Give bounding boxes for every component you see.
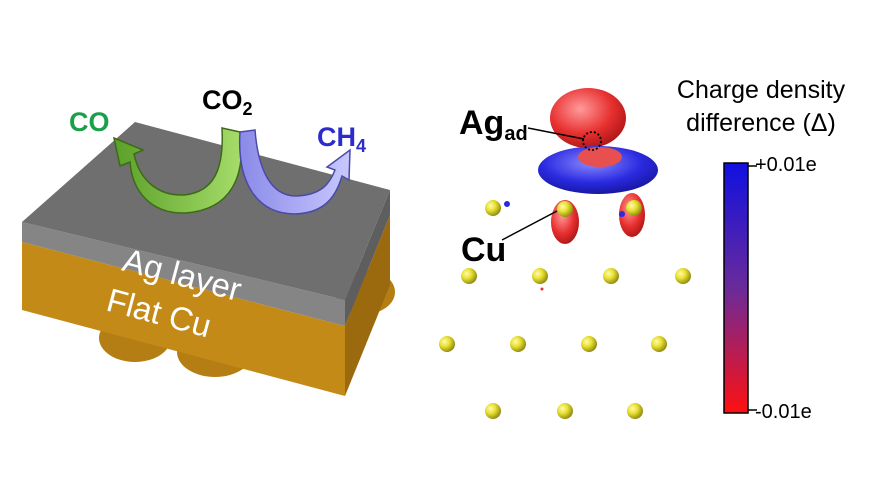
- co-label: CO: [69, 107, 110, 137]
- ag-front-face: [22, 222, 345, 326]
- co2-label: CO2: [202, 85, 253, 119]
- cu-atom: [626, 200, 642, 216]
- cu-atom: [485, 200, 501, 216]
- arrow-to-ch4: [238, 129, 351, 215]
- ag-adatom-label: Agad: [459, 104, 528, 145]
- cu-atom: [461, 268, 477, 284]
- colorbar: [723, 162, 749, 414]
- blue-speck: [504, 201, 510, 207]
- cu-atom-label: Cu: [461, 231, 507, 269]
- red-speck: [540, 287, 544, 291]
- legend-colorbar: [723, 162, 757, 414]
- legend-title: Charge density difference (Δ): [654, 74, 868, 140]
- cu-right-face: [345, 215, 390, 396]
- legend-max-label: +0.01e: [755, 154, 817, 176]
- cu-atom: [603, 268, 619, 284]
- adatom-leader-line: [527, 127, 585, 140]
- cu-atom: [485, 403, 501, 419]
- adatom-marker: [582, 131, 602, 151]
- legend-title-line1: Charge density: [676, 76, 846, 104]
- red-lobe-center: [578, 147, 622, 167]
- red-lobe-top: [550, 88, 626, 148]
- cu-leader-line: [501, 210, 558, 241]
- atom-structure: [439, 88, 691, 419]
- cu-atom: [439, 336, 455, 352]
- cu-atom: [651, 336, 667, 352]
- blue-speck: [619, 211, 625, 217]
- slab: [22, 122, 395, 396]
- arrow-to-co: [112, 127, 243, 214]
- reaction-arrows: [112, 127, 351, 215]
- cu-atom: [510, 336, 526, 352]
- cu-front-face: [22, 242, 345, 396]
- cu-atom: [627, 403, 643, 419]
- ch4-label: CH4: [317, 122, 367, 156]
- cu-atom: [675, 268, 691, 284]
- legend-title-line2: difference (Δ): [686, 109, 836, 137]
- cu-atom: [532, 268, 548, 284]
- legend-min-label: -0.01e: [755, 401, 812, 423]
- cu-atom: [557, 403, 573, 419]
- ag-top-face: [22, 122, 390, 300]
- cu-atom: [581, 336, 597, 352]
- cu-atoms: [439, 200, 691, 419]
- cu-atom: [557, 201, 573, 217]
- ag-right-face: [345, 190, 390, 326]
- blue-lobe: [538, 146, 658, 194]
